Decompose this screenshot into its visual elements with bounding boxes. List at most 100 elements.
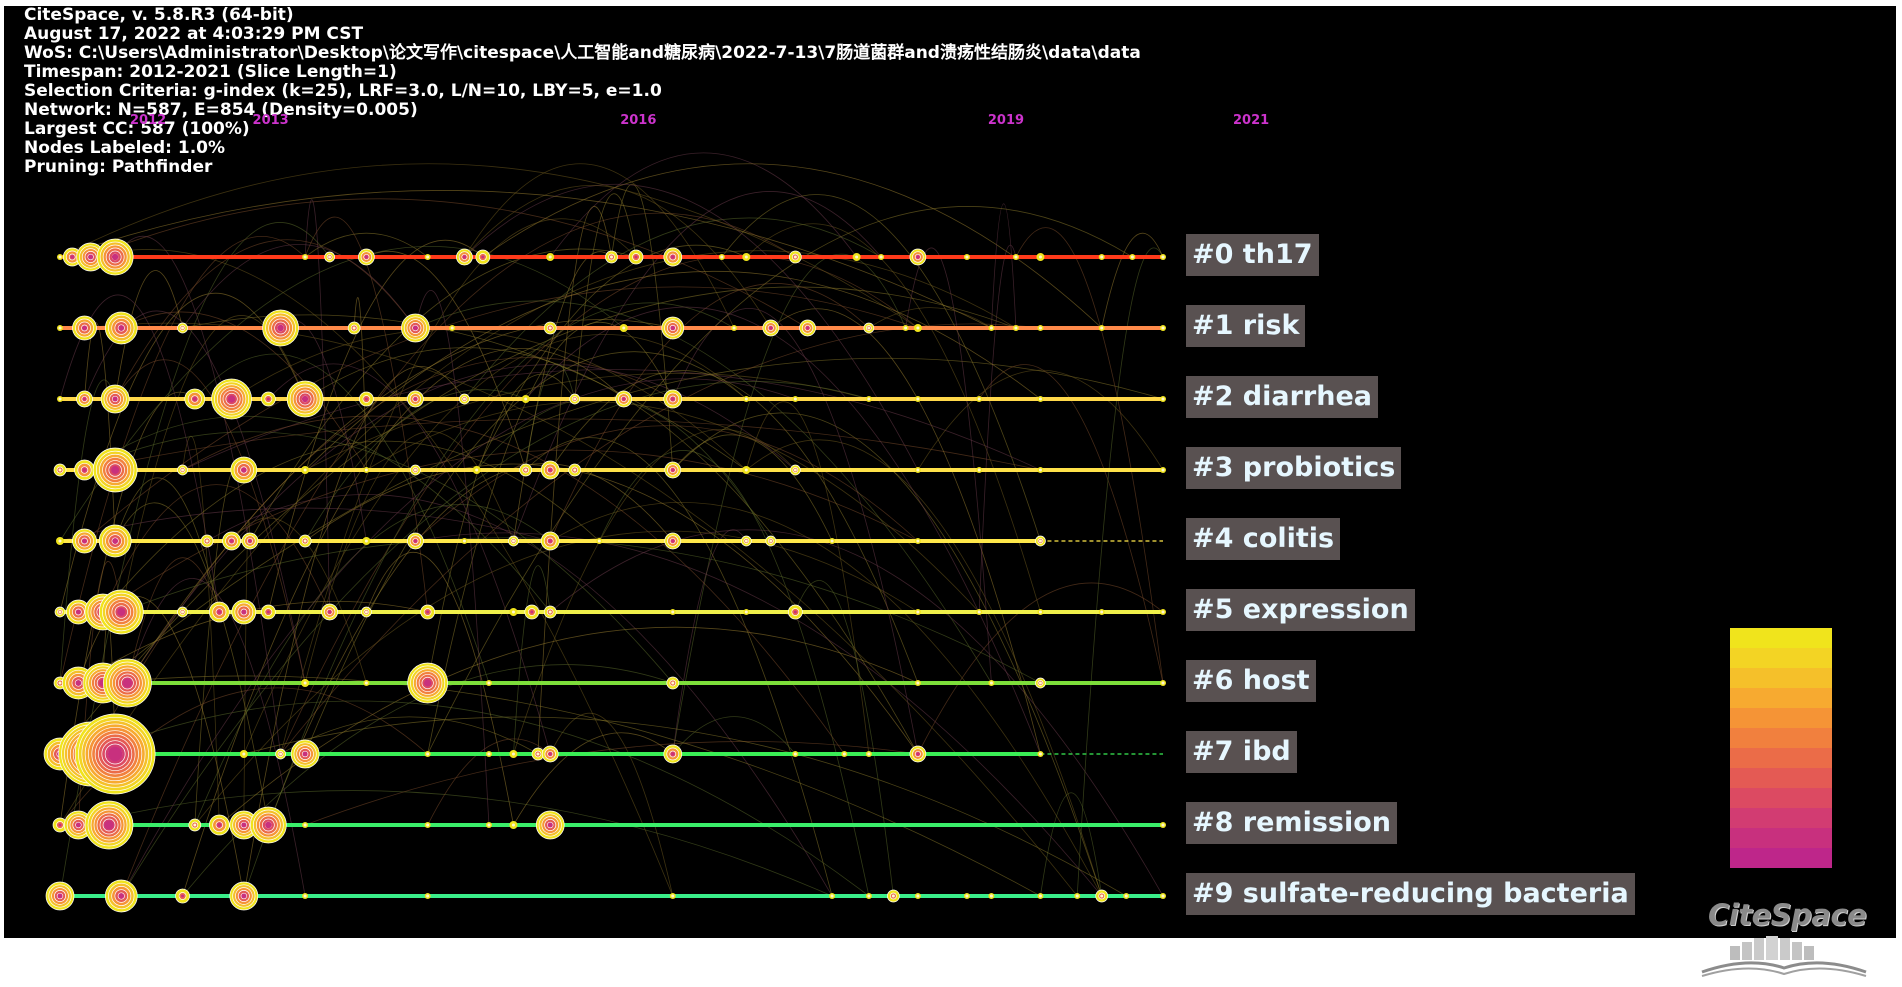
- citation-node[interactable]: [988, 680, 995, 686]
- citation-node[interactable]: [103, 658, 152, 708]
- citation-node[interactable]: [76, 242, 105, 272]
- citation-node[interactable]: [321, 603, 338, 621]
- citation-node[interactable]: [424, 822, 431, 828]
- citation-node[interactable]: [1037, 893, 1044, 899]
- citation-node[interactable]: [914, 893, 921, 899]
- citation-node[interactable]: [420, 604, 436, 620]
- citation-node[interactable]: [1037, 325, 1044, 331]
- citation-node[interactable]: [508, 535, 519, 547]
- citation-node[interactable]: [363, 680, 370, 686]
- citation-node[interactable]: [666, 676, 680, 690]
- citation-node[interactable]: [175, 888, 190, 904]
- citation-node[interactable]: [799, 319, 816, 337]
- citation-node[interactable]: [914, 609, 921, 615]
- citation-node[interactable]: [976, 609, 983, 615]
- citation-node[interactable]: [1095, 889, 1109, 903]
- citation-node[interactable]: [56, 537, 64, 545]
- citation-node[interactable]: [459, 393, 470, 405]
- citation-node[interactable]: [792, 751, 799, 757]
- citation-node[interactable]: [1037, 751, 1044, 757]
- citation-node[interactable]: [829, 538, 836, 544]
- citation-node[interactable]: [347, 321, 361, 335]
- citation-node[interactable]: [1160, 254, 1166, 260]
- citation-node[interactable]: [241, 532, 259, 550]
- citation-node[interactable]: [74, 459, 95, 481]
- citation-node[interactable]: [988, 893, 995, 899]
- citation-node[interactable]: [909, 745, 927, 763]
- citation-node[interactable]: [1012, 325, 1019, 331]
- citation-node[interactable]: [239, 750, 248, 758]
- citation-node[interactable]: [66, 599, 91, 625]
- citation-node[interactable]: [914, 538, 921, 544]
- citation-node[interactable]: [177, 606, 188, 618]
- citation-node[interactable]: [275, 748, 286, 760]
- citation-node[interactable]: [664, 532, 682, 550]
- citation-node[interactable]: [852, 253, 861, 261]
- cluster-label[interactable]: #8 remission: [1186, 802, 1397, 844]
- citation-node[interactable]: [535, 810, 565, 840]
- citation-node[interactable]: [1123, 893, 1130, 899]
- citation-node[interactable]: [208, 814, 230, 836]
- citation-node[interactable]: [546, 253, 555, 261]
- cluster-label[interactable]: #2 diarrhea: [1186, 376, 1378, 418]
- citation-node[interactable]: [541, 745, 559, 763]
- citation-node[interactable]: [765, 535, 777, 547]
- cluster-label[interactable]: #7 ibd: [1186, 731, 1297, 773]
- citation-node[interactable]: [249, 806, 287, 844]
- citation-node[interactable]: [1035, 677, 1046, 689]
- citation-node[interactable]: [359, 391, 374, 407]
- citation-node[interactable]: [543, 321, 557, 335]
- citation-node[interactable]: [472, 466, 481, 474]
- citation-node[interactable]: [913, 324, 922, 332]
- citation-node[interactable]: [1098, 609, 1105, 615]
- citation-node[interactable]: [863, 322, 875, 334]
- citation-node[interactable]: [177, 464, 188, 476]
- citation-node[interactable]: [914, 680, 921, 686]
- citation-node[interactable]: [1098, 325, 1105, 331]
- citation-node[interactable]: [358, 248, 375, 266]
- citation-node[interactable]: [262, 309, 299, 347]
- citation-node[interactable]: [188, 818, 202, 832]
- citation-node[interactable]: [1036, 253, 1045, 261]
- citation-node[interactable]: [509, 608, 518, 616]
- citation-node[interactable]: [663, 389, 683, 409]
- citation-node[interactable]: [628, 249, 644, 265]
- citation-node[interactable]: [519, 463, 533, 477]
- citation-node[interactable]: [663, 247, 683, 267]
- citation-node[interactable]: [45, 881, 75, 911]
- citation-node[interactable]: [596, 538, 603, 544]
- cluster-label[interactable]: #0 th17: [1186, 234, 1319, 276]
- citation-node[interactable]: [260, 604, 276, 620]
- citation-node[interactable]: [53, 463, 67, 477]
- citation-node[interactable]: [742, 253, 751, 261]
- cluster-label[interactable]: #1 risk: [1186, 305, 1306, 347]
- citation-node[interactable]: [865, 751, 872, 757]
- citation-node[interactable]: [57, 325, 63, 331]
- citation-node[interactable]: [1074, 893, 1081, 899]
- citation-node[interactable]: [740, 535, 752, 547]
- citation-node[interactable]: [1035, 535, 1046, 547]
- citation-node[interactable]: [988, 325, 995, 331]
- citation-node[interactable]: [1098, 254, 1105, 260]
- citation-node[interactable]: [260, 391, 276, 407]
- citation-node[interactable]: [76, 390, 93, 408]
- citation-node[interactable]: [98, 524, 132, 558]
- citation-node[interactable]: [410, 464, 421, 476]
- citation-node[interactable]: [184, 388, 206, 410]
- citation-node[interactable]: [363, 467, 370, 473]
- citation-node[interactable]: [976, 467, 983, 473]
- citation-node[interactable]: [829, 893, 836, 899]
- citation-node[interactable]: [229, 881, 259, 911]
- citation-node[interactable]: [456, 248, 473, 266]
- citation-node[interactable]: [605, 250, 618, 264]
- citation-node[interactable]: [57, 396, 63, 402]
- citation-node[interactable]: [1037, 396, 1044, 402]
- citation-node[interactable]: [661, 316, 685, 340]
- cluster-label[interactable]: #6 host: [1186, 660, 1316, 702]
- citation-node[interactable]: [62, 247, 82, 267]
- citation-node[interactable]: [424, 893, 431, 899]
- citation-node[interactable]: [1012, 254, 1019, 260]
- citation-node[interactable]: [568, 463, 582, 477]
- citation-node[interactable]: [663, 744, 683, 764]
- citation-node[interactable]: [524, 604, 540, 620]
